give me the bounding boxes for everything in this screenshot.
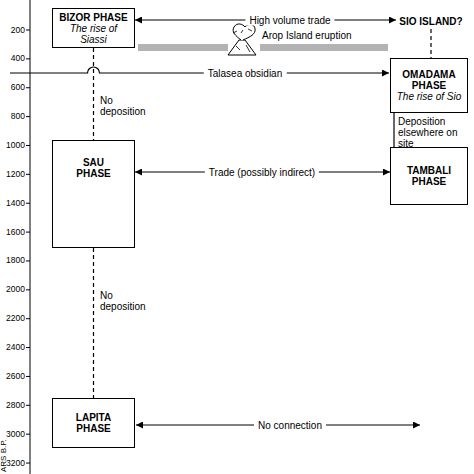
- axis-tick-label: 1000: [0, 141, 25, 150]
- axis-tick: [26, 87, 30, 88]
- phase-box: TAMBALI PHASE: [390, 147, 468, 205]
- phase-title: SIO ISLAND?: [399, 16, 462, 27]
- edge-label: No deposition: [100, 290, 152, 312]
- axis-tick: [26, 289, 30, 290]
- phase-subtitle: The rise of Siassi: [63, 23, 125, 45]
- annotation-label: Arop Island eruption: [262, 30, 352, 41]
- annotation-label: Talasea obsidian: [204, 68, 287, 79]
- phase-subtitle: The rise of Sio: [397, 91, 461, 102]
- axis-tick-label: 2600: [0, 372, 25, 381]
- axis-tick-label: 600: [0, 83, 25, 92]
- axis-ticks: [26, 30, 30, 463]
- phase-title: TAMBALI PHASE: [404, 165, 454, 187]
- axis-tick: [26, 376, 30, 377]
- volcano-illustration: [228, 24, 256, 55]
- sequence-line: [93, 248, 94, 398]
- phase-title: SAU PHASE: [71, 157, 116, 179]
- axis-tick-label: 2400: [0, 343, 25, 352]
- axis-tick-label: 1200: [0, 170, 25, 179]
- edge-label: Deposition elsewhere on site: [398, 116, 464, 149]
- eruption-band: [138, 44, 228, 51]
- axis-tick-label: 3200: [0, 459, 25, 468]
- axis-title: ARS B.P.: [0, 439, 7, 472]
- axis-tick-label: 1400: [0, 199, 25, 208]
- edge-label: No deposition: [100, 95, 152, 117]
- axis-tick-label: 200: [0, 26, 25, 35]
- axis-tick-label: 2800: [0, 401, 25, 410]
- phase-box: SAU PHASE: [52, 140, 135, 248]
- eruption-band: [260, 44, 388, 51]
- phase-title: LAPITA PHASE: [69, 412, 119, 434]
- axis-tick: [26, 58, 30, 59]
- obsidian-arrow: [10, 67, 389, 73]
- sequence-line: [430, 29, 431, 58]
- edge-label: Trade (possibly indirect): [205, 167, 319, 178]
- axis-tick: [26, 347, 30, 348]
- axis-tick: [26, 232, 30, 233]
- axis-tick-label: 2200: [0, 314, 25, 323]
- phase-title: OMADAMA PHASE: [399, 69, 459, 91]
- axis-tick-label: 2000: [0, 285, 25, 294]
- axis-tick: [26, 434, 30, 435]
- axis-tick-label: 3000: [0, 430, 25, 439]
- phase-box: LAPITA PHASE: [52, 398, 135, 448]
- phase-box: OMADAMA PHASEThe rise of Sio: [390, 58, 468, 113]
- axis-tick: [26, 116, 30, 117]
- axis-tick: [26, 463, 30, 464]
- place-label: SIO ISLAND?: [396, 13, 466, 29]
- phase-title: BIZOR PHASE: [59, 12, 127, 23]
- axis-tick: [26, 145, 30, 146]
- time-axis: [30, 0, 31, 474]
- axis-tick: [26, 318, 30, 319]
- edge-label: High volume trade: [245, 15, 334, 26]
- edge-layer: [94, 20, 432, 398]
- axis-tick-label: 1600: [0, 228, 25, 237]
- axis-tick: [26, 30, 30, 31]
- axis-tick-label: 800: [0, 112, 25, 121]
- annotation-label: No connection: [254, 420, 326, 431]
- axis-tick-label: 400: [0, 54, 25, 63]
- axis-tick: [26, 260, 30, 261]
- phase-box: BIZOR PHASEThe rise of Siassi: [52, 8, 135, 48]
- axis-tick: [26, 405, 30, 406]
- sequence-line: [393, 113, 394, 147]
- axis-tick: [26, 174, 30, 175]
- axis-tick: [26, 203, 30, 204]
- axis-tick-label: 1800: [0, 256, 25, 265]
- sequence-line: [93, 48, 94, 140]
